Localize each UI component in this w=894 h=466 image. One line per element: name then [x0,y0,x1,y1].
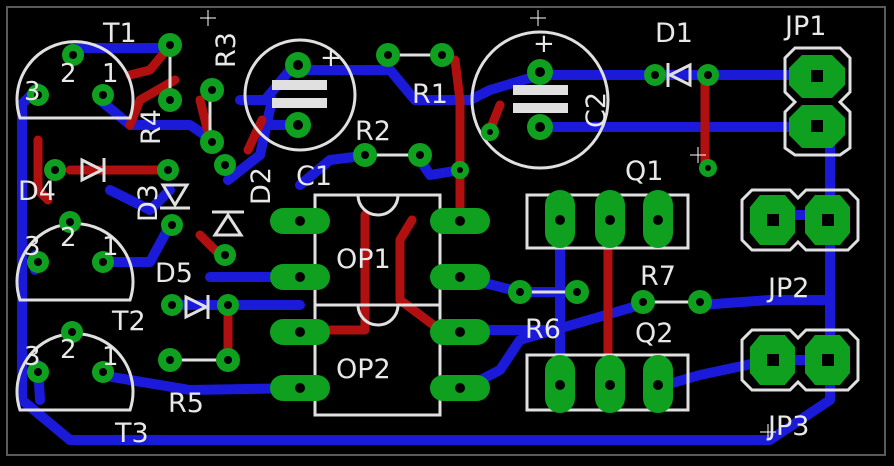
label-Q1: Q1 [625,156,663,187]
label-R7: R7 [640,261,676,292]
label-T1: T1 [102,18,137,49]
pin-label-2: 2 [60,59,77,89]
label-Q2: Q2 [635,318,673,349]
label-R4: R4 [136,109,167,145]
pin-label-1: 1 [102,342,119,372]
label-T3: T3 [114,418,149,449]
label-T2: T2 [111,306,146,337]
component-labels: T1 R3 R4 D4 D3 D2 C1 R1 R2 C2 D1 JP1 Q1 … [18,11,826,449]
polarity-plus-c1: + [320,43,342,73]
pads [27,33,850,413]
label-JP2: JP2 [766,273,809,304]
label-JP3: JP3 [766,411,809,442]
pin-label-3: 3 [24,232,41,262]
label-R5: R5 [168,388,204,419]
pin-label-2: 2 [60,223,77,253]
silkscreen [15,30,860,417]
pin-label-2: 2 [60,335,77,365]
pin-label-1: 1 [102,59,119,89]
label-D2: D2 [246,167,277,205]
label-JP1: JP1 [783,11,826,42]
label-R3: R3 [211,32,242,68]
origin-markers [200,10,776,440]
label-D5: D5 [155,258,193,289]
label-D3: D3 [133,184,164,222]
board-outline [6,6,886,456]
label-D1: D1 [655,18,693,49]
label-R2: R2 [355,116,391,147]
polarity-plus-c2: + [533,29,555,59]
label-R1: R1 [412,79,448,110]
label-R6: R6 [525,314,561,345]
label-C2: C2 [581,92,612,128]
label-OP1: OP1 [336,244,391,275]
label-D4: D4 [18,176,56,207]
label-C1: C1 [296,161,332,192]
label-OP2: OP2 [336,354,391,385]
pin-label-1: 1 [102,232,119,262]
pin-label-3: 3 [24,77,41,107]
pin-label-3: 3 [24,342,41,372]
